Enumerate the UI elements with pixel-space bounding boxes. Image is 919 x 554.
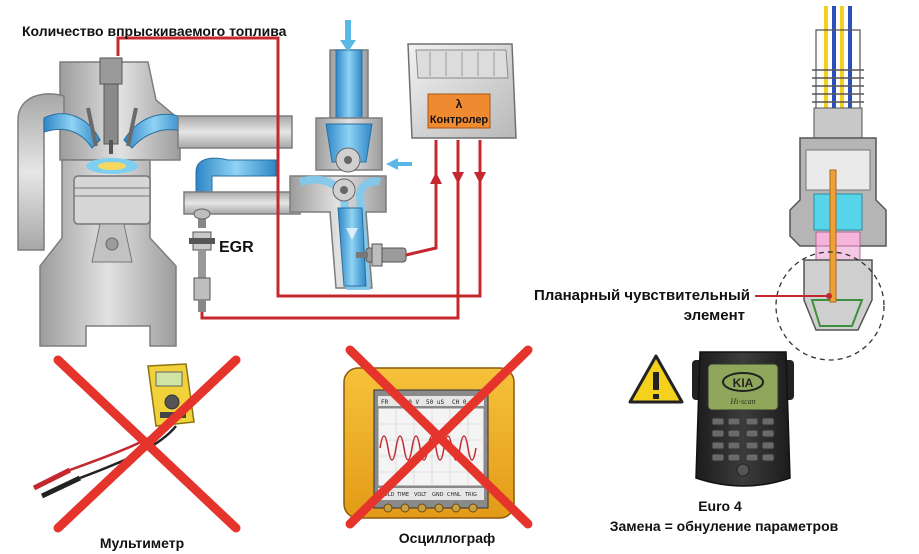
- kia-scanner-image: [692, 351, 794, 487]
- controller-label: Контролер: [430, 114, 489, 126]
- osc-button-time: TIME: [396, 492, 409, 498]
- egr-valve: [189, 208, 215, 312]
- euro-label: Euro 4: [698, 498, 742, 514]
- osc-readout-3: 50 uS: [426, 399, 444, 406]
- turbocharger: [289, 20, 412, 290]
- osc-readout-2: 2.0 V: [401, 399, 419, 406]
- oscilloscope-cross: [345, 345, 533, 529]
- controller-symbol: λ: [456, 97, 463, 111]
- lambda-probe-exhaust: [356, 243, 407, 267]
- egr-pipe: [195, 157, 277, 209]
- intake-pipe: [183, 191, 301, 215]
- warning-icon: [628, 354, 684, 404]
- wire-arrows: [430, 172, 486, 184]
- osc-button-volt: VOLT: [414, 492, 427, 498]
- egr-label: EGR: [219, 239, 254, 256]
- sensor-label-line1: Планарный чувствительный: [534, 287, 750, 304]
- scanner-logo: KIA: [733, 376, 754, 390]
- sensor-label-line2: элемент: [684, 307, 745, 324]
- multimeter-label: Мультиметр: [100, 535, 184, 551]
- scanner-subtitle: Hi-scan: [729, 397, 755, 406]
- osc-button-hold: HOLD: [380, 492, 394, 498]
- replace-label: Замена = обнуление параметров: [610, 518, 839, 534]
- exhaust-manifold: [177, 115, 293, 149]
- osc-button-gnd: GND: [432, 492, 444, 498]
- oscilloscope-label: Осциллограф: [399, 530, 495, 546]
- sensor-pointer: [755, 293, 832, 299]
- controller-box: [407, 43, 517, 139]
- engine-block: [17, 57, 185, 347]
- oscilloscope-buttons: HOLD TIME VOLT GND CHNL TRIG: [380, 492, 477, 498]
- osc-readout-1: FR: [381, 399, 389, 406]
- fuel-quantity-label: Количество впрыскиваемого топлива: [22, 23, 287, 39]
- oscilloscope-readout: FR 2.0 V 50 uS CH 0: [381, 399, 467, 406]
- osc-readout-4: CH 0: [452, 399, 467, 406]
- osc-button-trig: TRIG: [464, 492, 477, 498]
- sensor-cutaway: [775, 6, 887, 361]
- multimeter-cross: [53, 355, 241, 533]
- osc-button-chnl: CHNL: [447, 492, 461, 498]
